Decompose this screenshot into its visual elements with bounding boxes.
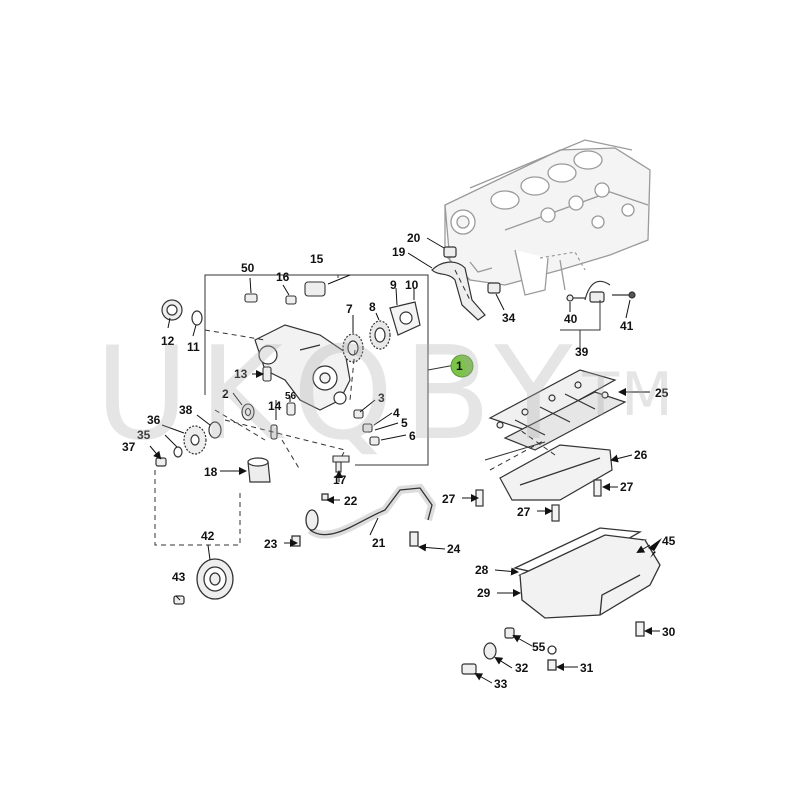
callout-2: 2 bbox=[222, 387, 229, 401]
pump-gears bbox=[342, 301, 421, 363]
callout-56: 56 bbox=[285, 391, 297, 402]
callout-10: 10 bbox=[405, 278, 419, 292]
callout-45: 45 bbox=[662, 534, 676, 548]
callout-21: 21 bbox=[372, 536, 386, 550]
callout-25: 25 bbox=[655, 386, 669, 400]
crank-gear-group bbox=[155, 299, 222, 467]
engine-block bbox=[444, 139, 651, 296]
callout-27b: 27 bbox=[517, 505, 531, 519]
callout-40: 40 bbox=[564, 312, 578, 326]
callout-6: 6 bbox=[409, 429, 416, 443]
callout-41: 41 bbox=[620, 319, 634, 333]
upper-bolts bbox=[244, 281, 326, 305]
callout-12: 12 bbox=[161, 334, 175, 348]
callout-39: 39 bbox=[575, 345, 589, 359]
callout-16: 16 bbox=[276, 270, 290, 284]
callout-43: 43 bbox=[172, 570, 186, 584]
callout-30: 30 bbox=[662, 625, 676, 639]
callout-31: 31 bbox=[580, 661, 594, 675]
sensor-harness bbox=[539, 251, 636, 303]
callout-18: 18 bbox=[204, 465, 218, 479]
callout-13: 13 bbox=[234, 367, 248, 381]
callout-32: 32 bbox=[515, 661, 529, 675]
callout-37: 37 bbox=[122, 440, 136, 454]
callout-34: 34 bbox=[502, 311, 516, 325]
callout-42: 42 bbox=[201, 529, 215, 543]
callout-38: 38 bbox=[179, 403, 193, 417]
callout-3: 3 bbox=[378, 391, 385, 405]
ladder-frame bbox=[488, 369, 627, 451]
oil-pump-bracket bbox=[431, 246, 501, 321]
callout-1: 1 bbox=[456, 359, 463, 373]
callout-26: 26 bbox=[634, 448, 648, 462]
callout-5: 5 bbox=[401, 416, 408, 430]
crank-pulley bbox=[173, 558, 234, 605]
callout-19: 19 bbox=[392, 245, 406, 259]
callout-36: 36 bbox=[147, 413, 161, 427]
callout-11: 11 bbox=[187, 340, 200, 354]
callout-50: 50 bbox=[241, 261, 255, 275]
drain-plug bbox=[461, 627, 515, 675]
bracket-lines bbox=[204, 274, 601, 466]
callout-24: 24 bbox=[447, 542, 461, 556]
callout-22: 22 bbox=[344, 494, 358, 508]
callout-9: 9 bbox=[390, 278, 397, 292]
callout-15: 15 bbox=[310, 252, 324, 266]
callout-8: 8 bbox=[369, 300, 376, 314]
callout-35: 35 bbox=[137, 428, 151, 442]
baffle-plate bbox=[475, 444, 613, 522]
callout-7: 7 bbox=[346, 302, 353, 316]
callout-27a: 27 bbox=[442, 492, 456, 506]
indicator-dot bbox=[450, 354, 474, 378]
callout-55: 55 bbox=[532, 640, 546, 654]
callout-28: 28 bbox=[475, 563, 489, 577]
callout-33: 33 bbox=[494, 677, 508, 691]
dashed-leaders bbox=[154, 269, 556, 546]
callout-20: 20 bbox=[407, 231, 421, 245]
oil-pump-assembly bbox=[254, 324, 351, 411]
callout-27c: 27 bbox=[620, 480, 634, 494]
callout-arrows bbox=[149, 237, 660, 684]
callout-29: 29 bbox=[477, 586, 491, 600]
callout-17: 17 bbox=[333, 473, 347, 487]
oil-strainer-pipe bbox=[291, 483, 437, 547]
direction-arrow bbox=[648, 538, 662, 558]
callout-labels: 1 2 3 4 5 6 7 8 9 10 11 12 13 14 15 16 1… bbox=[122, 231, 676, 691]
callout-14: 14 bbox=[268, 399, 282, 413]
oil-filter bbox=[247, 457, 271, 483]
callout-4: 4 bbox=[393, 406, 400, 420]
callout-23: 23 bbox=[264, 537, 278, 551]
